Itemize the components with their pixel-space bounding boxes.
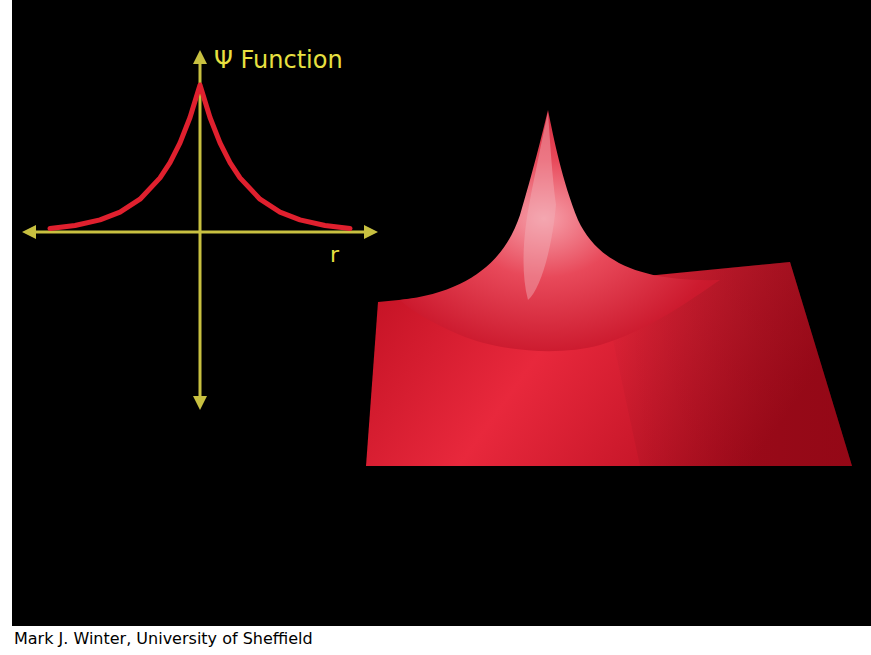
graph-axes	[22, 50, 378, 410]
psi-curve	[50, 85, 350, 229]
credit-text: Mark J. Winter, University of Sheffield	[14, 629, 313, 648]
axis-title: Ψ Function	[214, 46, 343, 74]
axis-label: r	[330, 242, 339, 267]
psi-surface	[366, 110, 852, 466]
